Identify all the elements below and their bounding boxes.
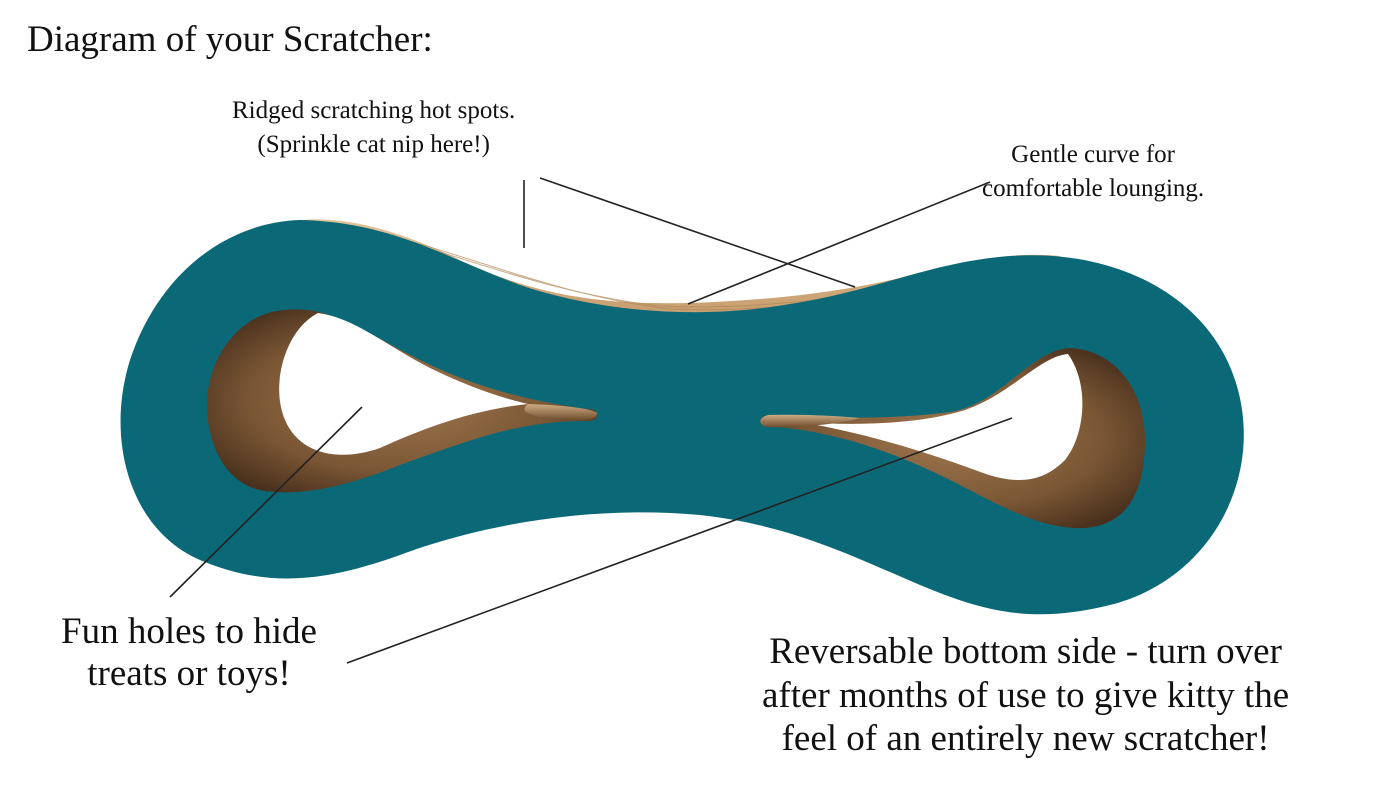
holes-label-line-2: treats or toys! [87,652,291,694]
left-slit [524,404,597,421]
left-hole-opening [279,313,528,455]
ridged-hot-spots-label: Ridged scratching hot spots. (Sprinkle c… [232,94,515,162]
fun-holes-label: Fun holes to hide treats or toys! [61,611,317,695]
leader-lines [169,177,1013,664]
curve-leader [687,181,991,305]
holes-label-line-1: Fun holes to hide [61,611,317,652]
reversable-label-line-1: Reversable bottom side - turn over [769,631,1282,672]
reversable-label-line-3: feel of an entirely new scratcher! [781,718,1270,760]
scratcher-body [120,220,1244,615]
reversable-leader [346,417,1013,664]
reversable-bottom-label: Reversable bottom side - turn over after… [762,630,1289,761]
curve-label-line-2: comfortable lounging. [982,175,1205,202]
curve-label-line-1: Gentle curve for [1011,141,1175,168]
reversable-label-line-2: after months of use to give kitty the [762,674,1290,716]
ridged-label-line-2: (Sprinkle cat nip here!) [257,131,490,158]
gentle-curve-label: Gentle curve for comfortable lounging. [982,138,1204,206]
right-hole-opening [800,354,1083,481]
right-slit [760,414,860,428]
ridged-leader-right [539,177,856,288]
ridged-label-line-1: Ridged scratching hot spots. [232,97,516,124]
page-title: Diagram of your Scratcher: [27,19,433,60]
holes-leader [169,406,363,598]
